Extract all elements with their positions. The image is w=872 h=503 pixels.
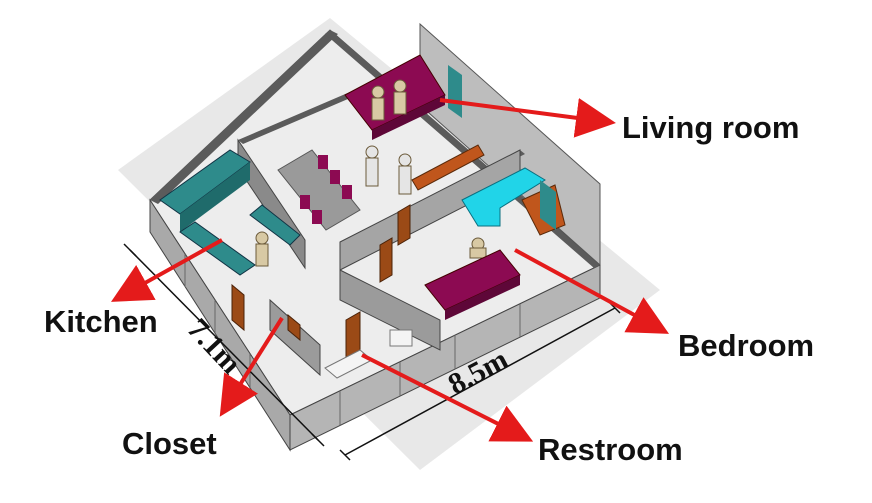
arrow-closet [219, 316, 284, 417]
dining-table [277, 149, 361, 231]
human-figures [255, 79, 487, 267]
dimension-line-width [123, 243, 325, 447]
arrow-kitchen [111, 238, 223, 302]
wall-restroom-face [339, 269, 441, 351]
tv-cabinet [411, 144, 485, 191]
arrow-living-room [439, 98, 616, 138]
window-bedroom [540, 180, 556, 230]
label-kitchen: Kitchen [44, 304, 158, 339]
arrow-bedroom [514, 248, 670, 334]
kitchen-counter [159, 149, 301, 276]
label-closet: Closet [122, 426, 217, 461]
label-bedroom: Bedroom [678, 328, 815, 363]
outer-wall-back-left-top [150, 30, 338, 204]
label-restroom: Restroom [538, 432, 683, 467]
doors [231, 204, 411, 359]
label-living-room: Living room [622, 110, 800, 145]
callout-arrows [111, 98, 670, 442]
arrow-restroom [361, 353, 534, 442]
window-right [448, 65, 462, 118]
